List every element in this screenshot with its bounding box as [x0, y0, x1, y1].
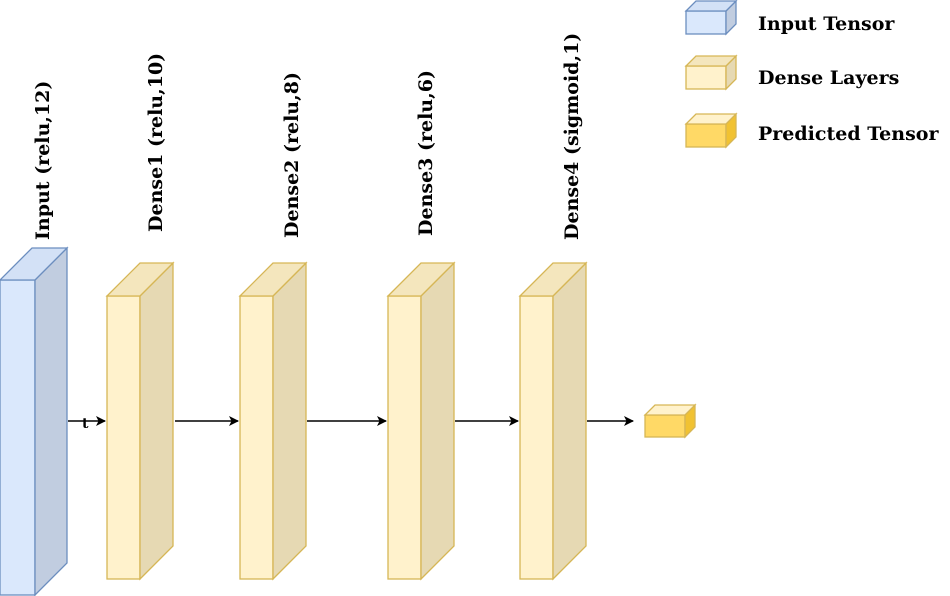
- legend-swatch-1: [684, 0, 738, 36]
- layer-block-dense1-top: [105, 262, 175, 297]
- layer-block-dense2-top: [238, 262, 308, 297]
- legend-swatch-3: [684, 112, 738, 149]
- layer-block-dense4-side: [552, 261, 587, 581]
- layer-block-dense1-side: [139, 261, 174, 581]
- layer-label-dense1: Dense1 (relu,10): [145, 53, 167, 232]
- legend-swatch-3-top: [684, 113, 738, 125]
- legend-label-1: Input Tensor: [758, 13, 895, 35]
- legend-label-2: Dense Layers: [758, 67, 899, 89]
- legend-swatch-3-front: [685, 123, 727, 148]
- layer-label-dense2: Dense2 (relu,8): [281, 72, 303, 238]
- layer-block-dense2-side: [272, 261, 307, 581]
- layer-block-dense2-front: [239, 295, 274, 580]
- layer-labels: Input (relu,12) Dense1 (relu,10) Dense2 (r…: [32, 33, 583, 240]
- edge-label: t: [82, 416, 89, 432]
- layer-block-dense4-front: [519, 295, 554, 580]
- predicted-tensor-block-front: [644, 414, 686, 438]
- layer-block-dense2: [238, 261, 308, 581]
- legend-label-3: Predicted Tensor: [758, 123, 939, 145]
- legend-swatch-1-front: [685, 10, 727, 35]
- legend-swatch-2-top: [684, 55, 738, 67]
- layer-block-dense3-side: [420, 261, 455, 581]
- layer-block-input: [0, 246, 69, 596]
- layer-label-dense4: Dense4 (sigmoid,1): [561, 33, 583, 240]
- layer-label-input: Input (relu,12): [32, 81, 54, 240]
- legend-swatch-2-front: [685, 65, 727, 90]
- layer-block-input-top: [0, 247, 69, 281]
- layer-block-dense1-front: [106, 295, 141, 580]
- layer-block-dense3-front: [387, 295, 422, 580]
- legend-swatch-2: [684, 54, 738, 91]
- predicted-tensor-block: [643, 403, 697, 439]
- layer-block-dense4-top: [518, 262, 588, 297]
- layer-block-dense3-top: [386, 262, 456, 297]
- layer-blocks: [0, 246, 697, 596]
- layer-block-dense4: [518, 261, 588, 581]
- layer-label-dense3: Dense3 (relu,6): [415, 70, 437, 236]
- layer-block-dense1: [105, 261, 175, 581]
- layer-block-input-front: [0, 279, 36, 596]
- layer-block-dense3: [386, 261, 456, 581]
- predicted-tensor-block-top: [643, 404, 697, 416]
- legend-swatch-1-top: [684, 0, 738, 12]
- layer-block-input-side: [34, 246, 68, 596]
